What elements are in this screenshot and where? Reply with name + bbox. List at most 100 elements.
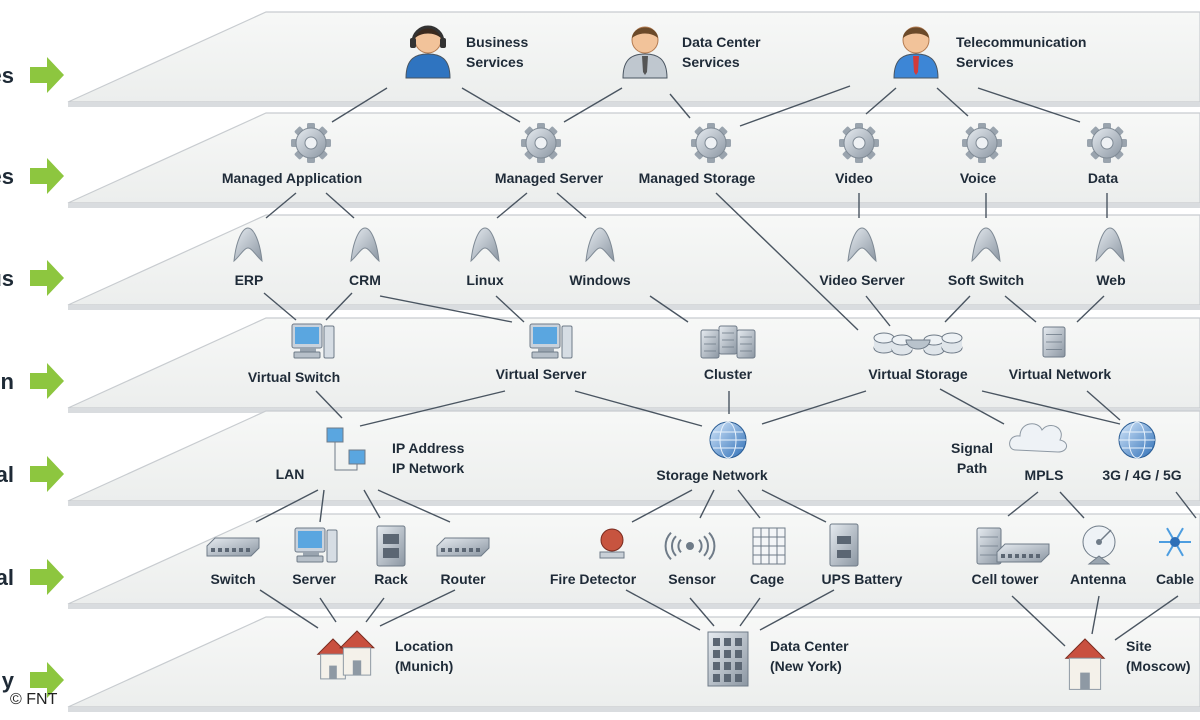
node-soft-switch: Soft Switch [948, 227, 1024, 288]
node-managed-application: Managed Application [222, 123, 362, 186]
node-label: IP Network [392, 460, 464, 476]
connection-line [379, 589, 456, 627]
connection-line [1007, 491, 1039, 517]
node-label: Managed Server [495, 170, 604, 186]
ups-icon [829, 523, 859, 567]
connection-line [865, 295, 891, 327]
connection-line [761, 390, 867, 425]
gear-icon [1087, 123, 1127, 163]
app-icon [971, 227, 1001, 263]
node-label: MPLS [1025, 467, 1064, 483]
node-fire-detector: Fire Detector [550, 528, 637, 587]
node-windows: Windows [569, 227, 631, 288]
connection-line [379, 295, 513, 323]
layer-label: es [0, 63, 14, 88]
layer-label: n [1, 369, 14, 394]
connection-line [1114, 595, 1179, 641]
connection-line [263, 292, 297, 321]
connection-line [939, 388, 1005, 425]
connection-line [739, 597, 761, 627]
cable-icon [1159, 527, 1191, 557]
node-label: Telecommunication [956, 34, 1086, 50]
node-label: Video [835, 170, 873, 186]
node-data: Data [1087, 123, 1127, 186]
connection-line [319, 597, 337, 623]
connection-line [315, 390, 343, 419]
connection-line [1076, 295, 1105, 323]
node-label: Web [1096, 272, 1125, 288]
node-video-server: Video Server [819, 227, 905, 288]
person-headset-icon [405, 25, 451, 79]
node-label: Rack [374, 571, 408, 587]
connection-line [265, 192, 297, 219]
layer-arrow-icon [30, 662, 64, 698]
connection-line [563, 87, 623, 123]
node-server: Server [292, 527, 338, 587]
antenna-icon [1082, 525, 1116, 565]
node-label: Cluster [704, 366, 753, 382]
node-mpls: MPLS [1009, 423, 1067, 483]
connection-line [699, 489, 715, 519]
node-cluster: Cluster [700, 325, 756, 382]
node-label: Video Server [819, 272, 905, 288]
node-label: Soft Switch [948, 272, 1024, 288]
connections [255, 85, 1197, 647]
node-label: Managed Application [222, 170, 362, 186]
person-suit-icon [622, 26, 668, 79]
node-label: Storage Network [656, 467, 767, 483]
globe-icon [1118, 421, 1156, 459]
layer-label: y [2, 668, 15, 693]
node-label: Virtual Switch [248, 369, 340, 385]
cell-tower-icon [976, 527, 1050, 565]
node-cell-tower: Cell tower [972, 527, 1050, 587]
connection-line [331, 87, 388, 123]
node-crm: CRM [349, 227, 381, 288]
storage-icon [873, 332, 963, 356]
node-storage-network: Storage Network [656, 421, 768, 483]
node-switch: Switch [206, 537, 260, 587]
connection-line [1091, 595, 1100, 635]
node-virtual-storage: Virtual Storage [868, 332, 968, 382]
connection-line [739, 85, 851, 127]
node-label: Path [957, 460, 987, 476]
node-label: Voice [960, 170, 997, 186]
layer-planes: esesusnalaly [0, 11, 1200, 712]
layer-arrow-icon [30, 456, 64, 492]
connection-line [574, 390, 703, 427]
connection-line [359, 390, 506, 427]
node-label: Signal [951, 440, 993, 456]
node-label: Site [1126, 638, 1152, 654]
connection-line [1011, 595, 1066, 647]
connection-line [981, 390, 1121, 425]
node-mobile-net: 3G / 4G / 5G [1102, 421, 1182, 483]
node-label: Antenna [1070, 571, 1126, 587]
node-label: Cage [750, 571, 784, 587]
node-label: Cell tower [972, 571, 1039, 587]
switch-device-icon [206, 537, 260, 557]
node-label: Server [292, 571, 336, 587]
layer-label: al [0, 565, 14, 590]
connection-line [461, 87, 521, 123]
node-label: Business [466, 34, 528, 50]
connection-line [325, 192, 355, 219]
node-label: UPS Battery [822, 571, 903, 587]
layer-arrow-icon [30, 57, 64, 93]
layer-label: es [0, 164, 14, 189]
node-label: Data Center [770, 638, 849, 654]
connection-line [759, 589, 835, 631]
connection-line [259, 589, 319, 629]
app-icon [233, 227, 263, 263]
connection-line [977, 87, 1081, 123]
connection-line [936, 87, 969, 117]
node-site-moscow: Site(Moscow) [1064, 638, 1191, 690]
node-label: Fire Detector [550, 571, 637, 587]
app-icon [470, 227, 500, 263]
connection-line [365, 597, 385, 623]
node-label: LAN [276, 466, 305, 482]
node-label: Switch [210, 571, 255, 587]
layer-plane: y [2, 616, 1200, 712]
connection-line [649, 295, 689, 323]
